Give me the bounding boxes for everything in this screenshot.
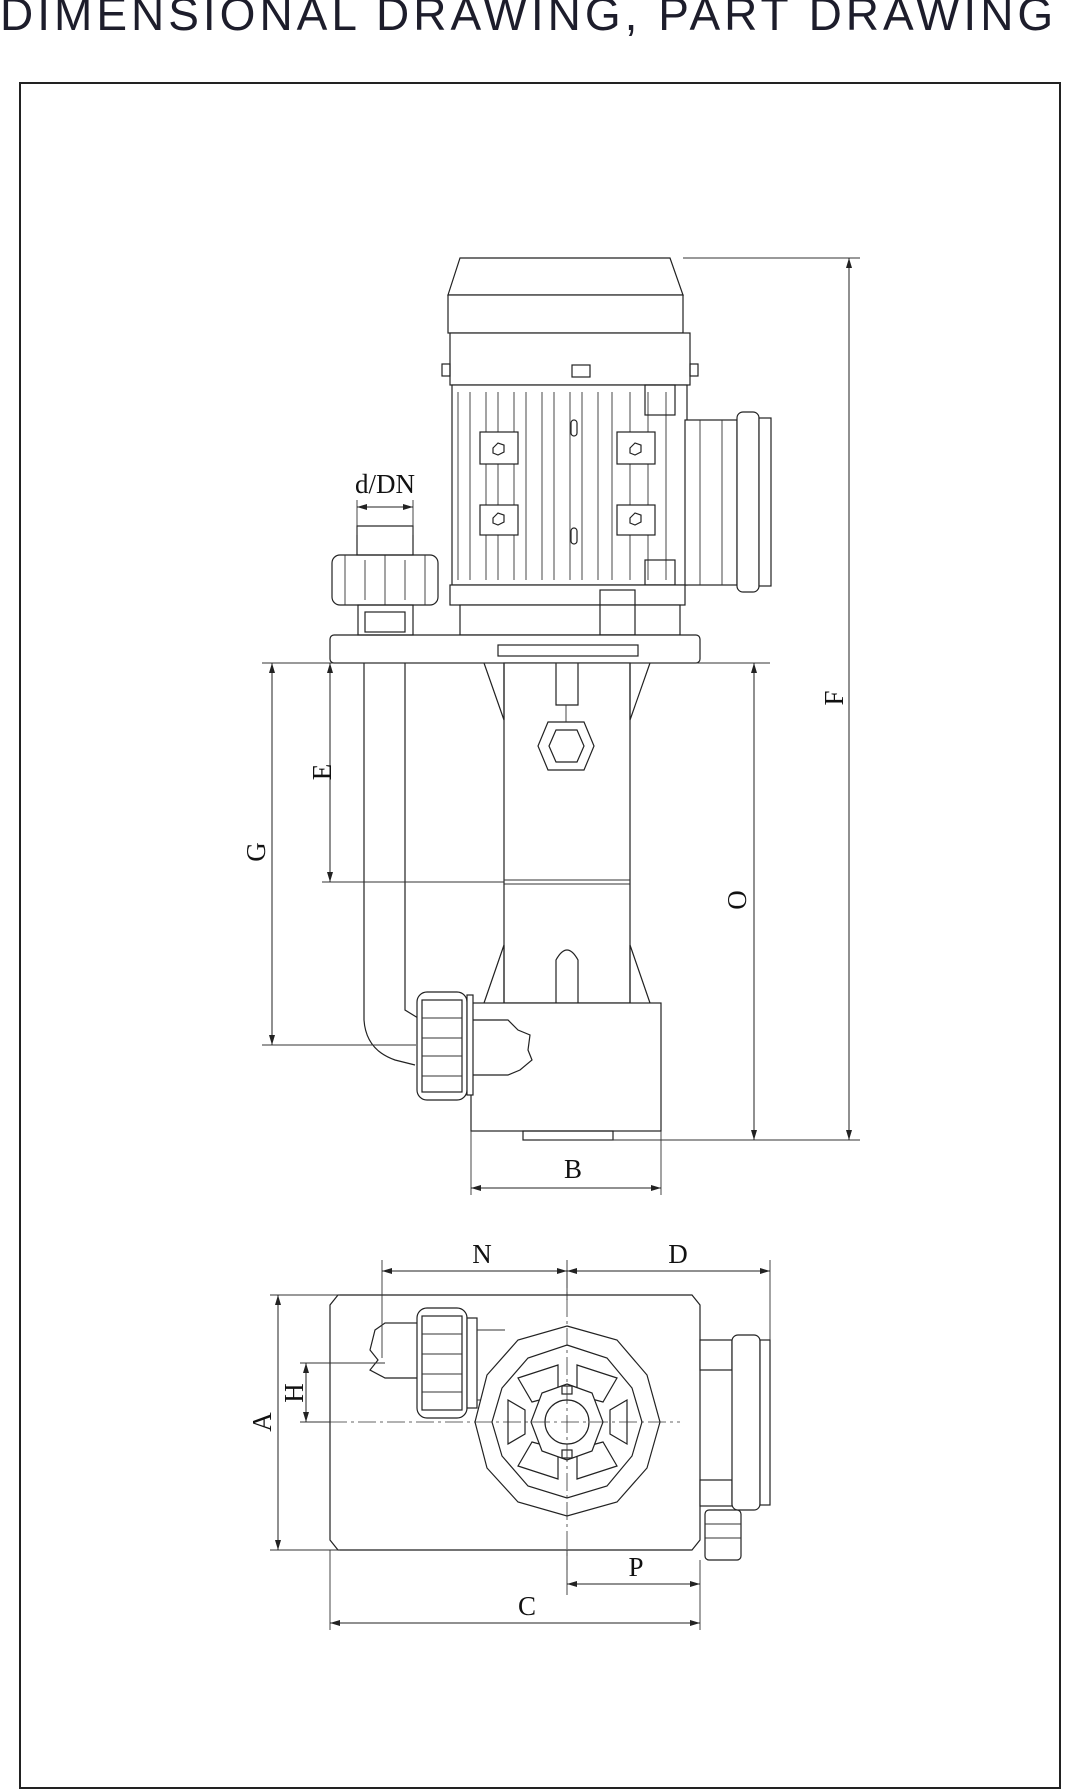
label-p: P xyxy=(628,1552,643,1582)
page-title: DIMENSIONAL DRAWING, PART DRAWING xyxy=(0,0,1058,38)
label-f: F xyxy=(819,690,849,705)
label-a: A xyxy=(247,1412,277,1432)
label-c: C xyxy=(518,1591,536,1621)
label-n: N xyxy=(472,1239,492,1269)
label-b: B xyxy=(564,1154,582,1184)
label-g: G xyxy=(241,842,271,862)
label-h: H xyxy=(279,1383,309,1403)
drawing-frame xyxy=(19,82,1061,1789)
label-d-dn: d/DN xyxy=(355,469,415,499)
label-e: E xyxy=(307,764,337,781)
side-view: d/DN E G O F B xyxy=(241,257,860,1195)
label-o: O xyxy=(722,890,752,910)
top-view: N D A H P C xyxy=(247,1239,771,1630)
label-d: D xyxy=(668,1239,688,1269)
